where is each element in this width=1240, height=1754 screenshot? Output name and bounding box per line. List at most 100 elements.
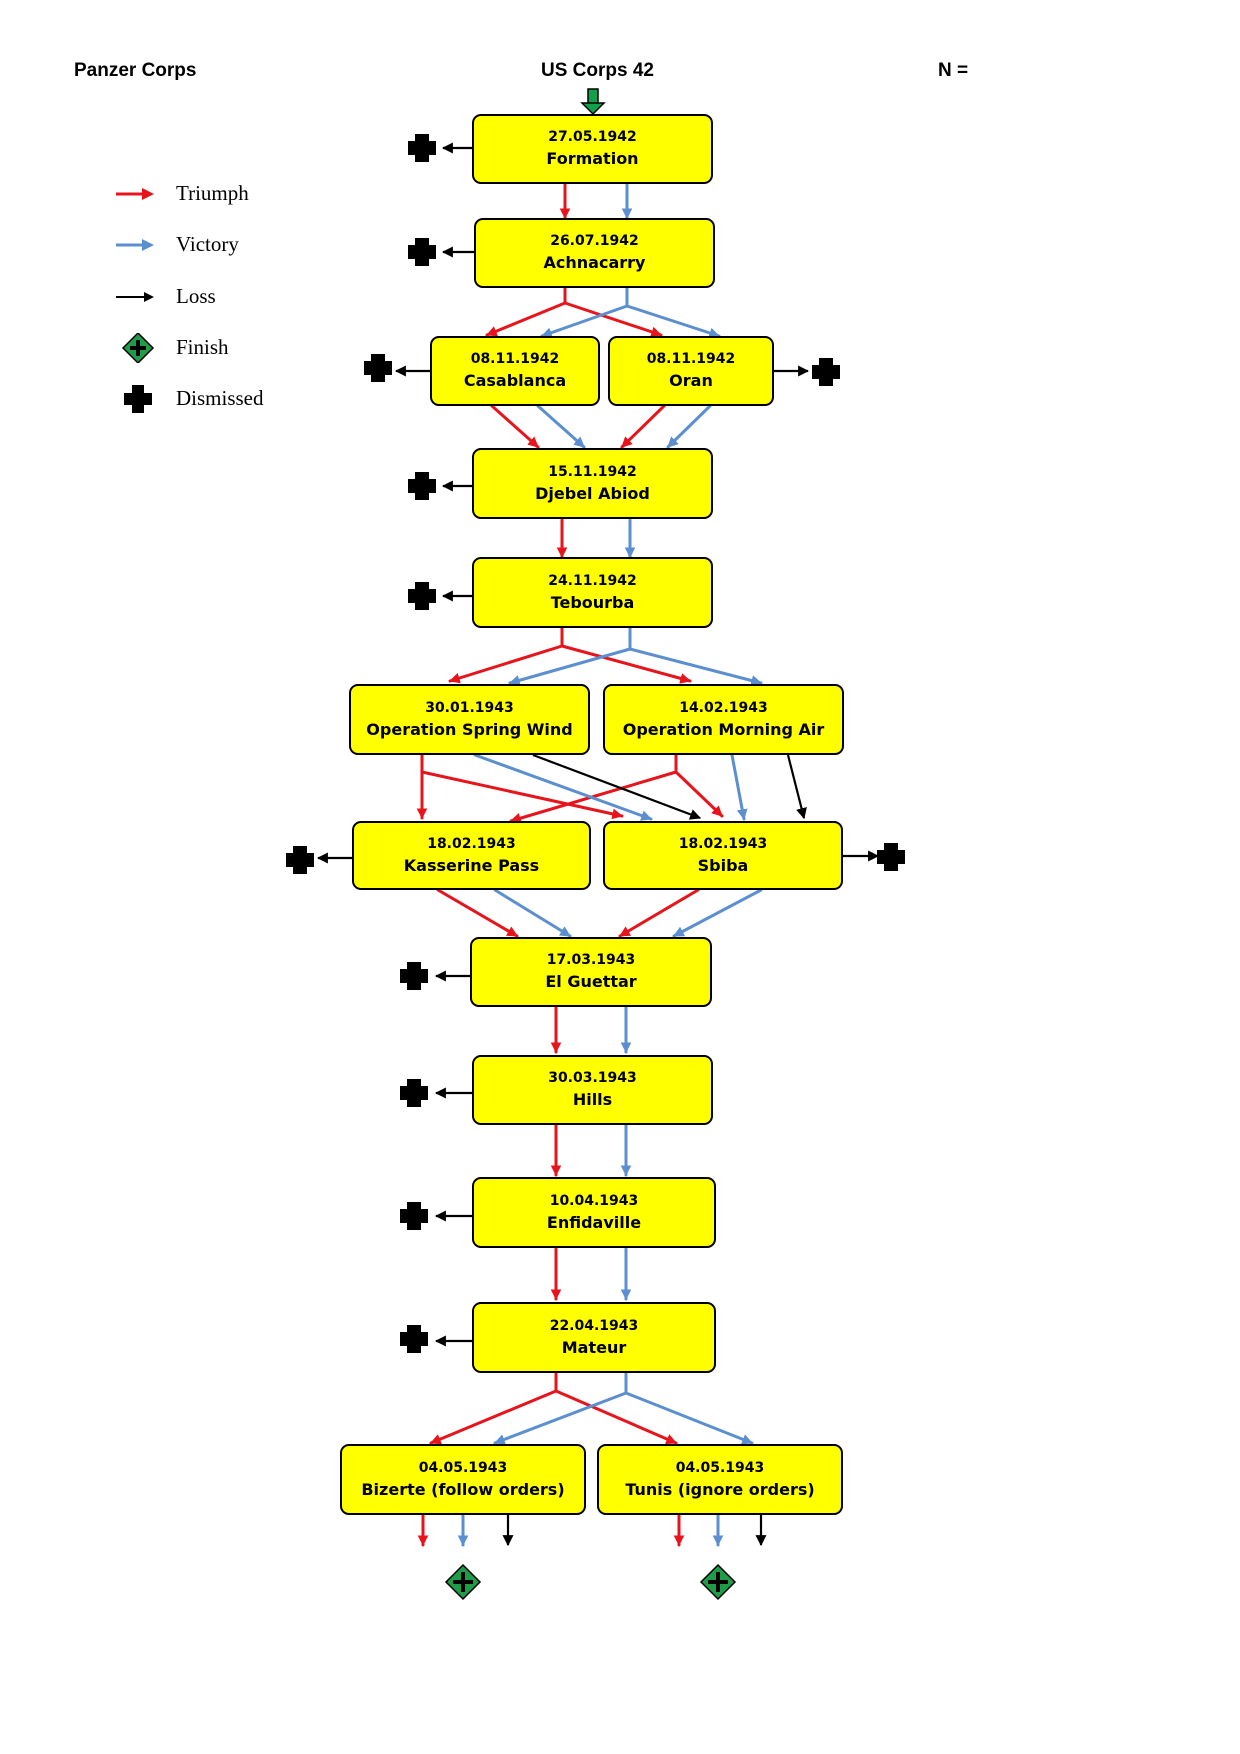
- legend-item-dismissed: Dismissed: [100, 384, 320, 414]
- victory-edge: [624, 1391, 754, 1445]
- node-date: 04.05.1943: [675, 1459, 765, 1476]
- victory-edge: [672, 888, 763, 938]
- victory-edge: [508, 647, 632, 686]
- node-kasserine-pass: 18.02.1943 Kasserine Pass: [352, 821, 591, 890]
- victory-edge: [625, 304, 721, 339]
- node-name: Hills: [572, 1090, 613, 1109]
- node-tebourba: 24.11.1942 Tebourba: [472, 557, 713, 628]
- header-left-title: Panzer Corps: [74, 60, 197, 81]
- legend-label-dismissed: Dismissed: [176, 386, 264, 410]
- node-achnacarry: 26.07.1942 Achnacarry: [474, 218, 715, 288]
- dismissed-icon: [408, 238, 436, 266]
- finish-icon: [444, 1563, 482, 1601]
- loss-arrow-icon: [116, 292, 154, 302]
- header-n-label: N =: [938, 60, 969, 81]
- triumph-edge: [674, 770, 724, 818]
- node-date: 18.02.1943: [678, 835, 768, 852]
- finish-icon: [121, 333, 155, 363]
- dismissed-icon: [400, 1325, 428, 1353]
- node-date: 26.07.1942: [550, 233, 639, 249]
- loss-edges: [316, 142, 880, 1547]
- node-mateur: 22.04.1943 Mateur: [472, 1302, 716, 1373]
- triumph-edge: [436, 888, 519, 938]
- node-name: Formation: [546, 149, 639, 168]
- header-center-title: US Corps 42: [541, 60, 654, 81]
- victory-edge: [540, 304, 629, 338]
- node-sbiba: 18.02.1943 Sbiba: [603, 821, 843, 890]
- dismissed-icon: [408, 582, 436, 610]
- legend-label-finish: Finish: [176, 335, 229, 359]
- node-name: Tunis (ignore orders): [625, 1479, 815, 1499]
- dismissed-icon: [400, 1202, 428, 1230]
- node-name: Tebourba: [550, 592, 635, 612]
- node-date: 10.04.1943: [549, 1192, 639, 1209]
- dismissed-icon: [364, 354, 392, 382]
- triumph-edge: [420, 770, 624, 820]
- victory-edge: [473, 753, 653, 821]
- triumph-edge: [620, 404, 666, 449]
- node-name: Sbiba: [697, 855, 749, 875]
- victory-arrow-icon: [116, 239, 154, 251]
- victory-edge: [493, 1391, 628, 1445]
- node-name: Casablanca: [463, 371, 567, 390]
- node-name: Bizerte (follow orders): [361, 1479, 565, 1499]
- node-date: 14.02.1943: [679, 699, 768, 716]
- triumph-edge: [560, 644, 692, 684]
- node-date: 08.11.1942: [470, 351, 560, 367]
- triumph-edge: [554, 1389, 678, 1445]
- dismissed-icon: [400, 1079, 428, 1107]
- node-date: 30.01.1943: [425, 699, 514, 716]
- node-date: 30.03.1943: [548, 1070, 637, 1086]
- dismissed-icon: [408, 472, 436, 500]
- node-date: 18.02.1943: [427, 835, 516, 852]
- node-date: 15.11.1942: [548, 463, 637, 480]
- victory-edge: [493, 888, 572, 938]
- node-name: Achnacarry: [543, 253, 646, 272]
- finish-icon: [699, 1563, 737, 1601]
- start-arrow-icon: [580, 88, 606, 116]
- legend-label-victory: Victory: [176, 232, 239, 256]
- loss-edge: [786, 754, 807, 820]
- node-oran: 08.11.1942 Oran: [608, 336, 774, 406]
- node-name: Kasserine Pass: [403, 855, 540, 875]
- dismissed-icon: [877, 843, 905, 871]
- dismissed-icon: [408, 134, 436, 162]
- loss-edge: [532, 753, 702, 820]
- victory-edge: [628, 647, 763, 686]
- victory-edges: [457, 183, 763, 1547]
- dismissed-icon: [400, 962, 428, 990]
- node-date: 04.05.1943: [418, 1459, 508, 1476]
- victory-edge: [536, 404, 586, 449]
- node-name: Oran: [669, 371, 713, 390]
- triumph-edge: [618, 888, 700, 938]
- node-date: 17.03.1943: [546, 952, 636, 968]
- triumph-arrow-icon: [116, 188, 154, 200]
- node-name: Djebel Abiod: [535, 483, 650, 503]
- node-date: 27.05.1942: [548, 129, 637, 145]
- triumph-edge: [490, 404, 540, 449]
- legend-item-loss: Loss: [100, 282, 320, 312]
- node-djebel-abiod: 15.11.1942 Djebel Abiod: [472, 448, 713, 519]
- node-casablanca: 08.11.1942 Casablanca: [430, 336, 600, 406]
- legend-item-victory: Victory: [100, 230, 320, 260]
- legend-item-triumph: Triumph: [100, 179, 320, 209]
- node-operation-spring-wind: 30.01.1943 Operation Spring Wind: [349, 684, 590, 755]
- node-tunis: 04.05.1943 Tunis (ignore orders): [597, 1444, 843, 1515]
- node-name: Mateur: [561, 1337, 627, 1357]
- node-bizerte: 04.05.1943 Bizerte (follow orders): [340, 1444, 586, 1515]
- node-name: Operation Spring Wind: [366, 719, 573, 739]
- node-date: 08.11.1942: [646, 351, 736, 367]
- node-hills: 30.03.1943 Hills: [472, 1055, 713, 1125]
- node-date: 24.11.1942: [548, 572, 637, 589]
- legend-item-finish: Finish: [100, 333, 320, 363]
- legend-label-triumph: Triumph: [176, 181, 249, 205]
- node-name: El Guettar: [545, 972, 637, 991]
- node-enfidaville: 10.04.1943 Enfidaville: [472, 1177, 716, 1248]
- triumph-edge: [485, 301, 567, 337]
- triumph-edge: [429, 1389, 558, 1445]
- node-name: Enfidaville: [546, 1212, 642, 1232]
- victory-edge: [730, 753, 748, 821]
- dismissed-icon: [812, 358, 840, 386]
- node-el-guettar: 17.03.1943 El Guettar: [470, 937, 712, 1007]
